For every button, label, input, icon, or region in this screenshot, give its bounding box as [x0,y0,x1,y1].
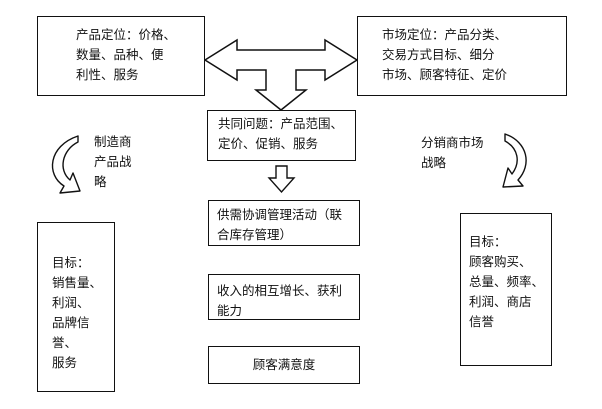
distributor-goals-text: 目标： 顾客购买、 总量、频率、 利润、商店 信誉 [469,234,545,329]
customer-satisfaction-text: 顾客满意度 [252,357,316,372]
manufacturer-strategy-label: 制造商 产品战 略 [94,134,132,189]
common-issues-text: 共同问题：产品范围、 定价、促销、服务 [218,116,344,151]
product-positioning-box: 产品定位：价格、 数量、品种、便 利性、服务 [37,16,205,96]
market-positioning-box: 市场定位：产品分类、 交易方式目标、细分 市场、顾客特征、定价 [357,16,567,96]
income-growth-box: 收入的相互增长、获利 能力 [208,274,360,320]
manufacturer-goals-box: 目标： 销售量、 利润、 品牌信誉、 服务 [37,222,115,392]
three-way-arrow [203,38,359,111]
customer-satisfaction-box: 顾客满意度 [208,346,360,384]
product-positioning-text: 产品定位：价格、 数量、品种、便 利性、服务 [76,27,177,82]
supply-demand-text: 供需协调管理活动（联 合库存管理） [217,207,343,242]
left-curved-arrow [51,135,81,194]
market-positioning-text: 市场定位：产品分类、 交易方式目标、细分 市场、顾客特征、定价 [382,27,508,82]
right-curved-arrow [502,133,527,188]
income-growth-text: 收入的相互增长、获利 能力 [217,283,343,318]
supply-demand-box: 供需协调管理活动（联 合库存管理） [208,200,360,246]
distributor-goals-box: 目标： 顾客购买、 总量、频率、 利润、商店 信誉 [460,213,552,366]
common-issues-box: 共同问题：产品范围、 定价、促销、服务 [207,110,356,161]
manufacturer-goals-text: 目标： 销售量、 利润、 品牌信誉、 服务 [52,255,103,370]
distributor-strategy-label: 分销商市场 战略 [421,135,484,170]
down-arrow [267,165,296,194]
